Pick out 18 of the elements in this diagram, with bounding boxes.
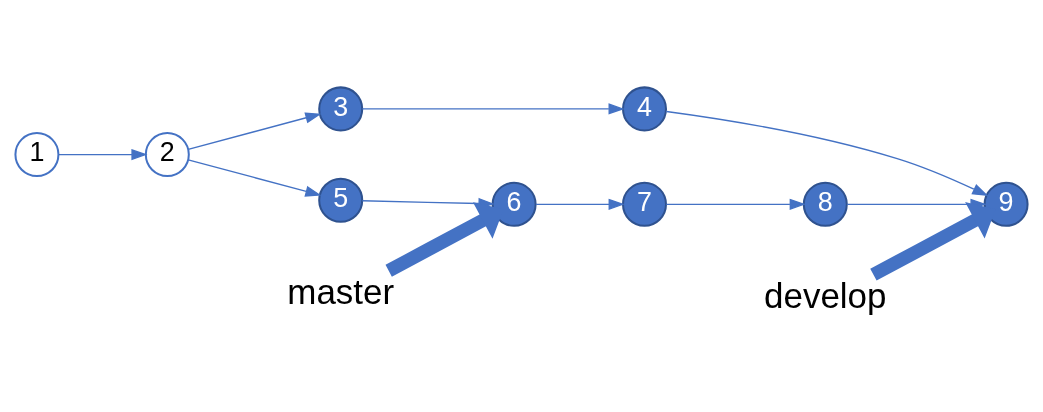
node-circle: 3 xyxy=(318,86,364,132)
node-circle: 2 xyxy=(144,132,190,178)
node-circle: 9 xyxy=(983,181,1029,227)
node-circle: 6 xyxy=(491,181,537,227)
arrow xyxy=(187,112,322,150)
arrow xyxy=(361,103,625,115)
arrow xyxy=(58,148,148,161)
node-circle: 7 xyxy=(622,181,667,227)
node-circle: 8 xyxy=(802,181,848,227)
node-text: develop xyxy=(764,276,887,316)
arrow xyxy=(665,110,989,197)
arrow xyxy=(535,198,625,210)
node-circle: 4 xyxy=(622,86,667,132)
arrow xyxy=(187,159,322,197)
node-text: master xyxy=(287,272,395,312)
node-circle: 1 xyxy=(14,132,60,178)
node-circle: 5 xyxy=(318,177,364,223)
arrow xyxy=(665,198,806,210)
